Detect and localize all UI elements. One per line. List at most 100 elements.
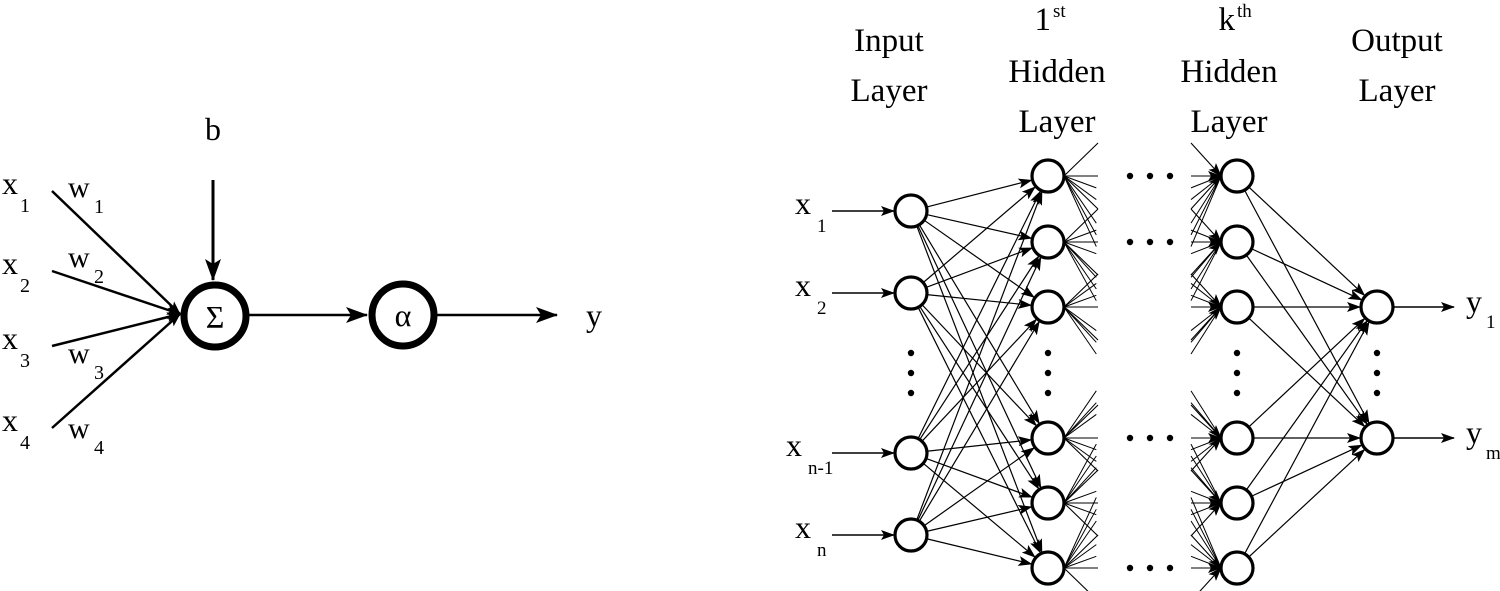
hiddenk-in-stub [1190, 175, 1222, 224]
ellipsis-dot [1373, 349, 1381, 357]
ellipsis-dot [1146, 434, 1154, 442]
hiddenk-in-stub [1190, 509, 1222, 569]
weight-label-subscript: 3 [94, 362, 104, 384]
hidden1-node [1030, 550, 1066, 586]
network-input-label-subscript: 2 [817, 298, 827, 319]
input-node [893, 193, 929, 229]
weight-label: w [68, 241, 90, 274]
neuron-input-label: x [2, 320, 18, 356]
ellipsis-dot [1233, 349, 1241, 357]
neuron-input-label-subscript: 4 [20, 432, 30, 454]
hidden1-out-stub [1063, 437, 1097, 451]
neuron-input-edge [51, 312, 181, 348]
hidden1-out-stub [1063, 175, 1097, 236]
input-node [893, 275, 929, 311]
ellipsis-dot [1044, 369, 1052, 377]
hiddenk-in-stub [1190, 241, 1222, 290]
hidden1-node [1030, 158, 1066, 194]
hiddenk-in-stub [1199, 567, 1222, 591]
hiddenk-in-stub [1190, 241, 1222, 255]
hiddenk-in-stub [1190, 490, 1222, 504]
network-edges [916, 142, 1370, 591]
ellipsis-dot [1233, 369, 1241, 377]
hiddenk-in-stub [1190, 502, 1222, 537]
hiddenk-in-stub [1190, 443, 1222, 504]
hidden1-out-stub [1063, 402, 1097, 439]
header-first-hidden-line2: Layer [1019, 104, 1096, 140]
ellipsis-dot [1044, 389, 1052, 397]
network-edge [922, 462, 1036, 558]
hidden1-out-stub [1063, 520, 1097, 569]
hidden1-out-stub [1063, 443, 1097, 504]
hidden1-node [1030, 289, 1066, 325]
hidden1-out-stub [1063, 306, 1097, 355]
network-edge [1251, 444, 1363, 497]
hiddenk-in-stub [1190, 273, 1222, 308]
hidden1-out-stub [1063, 502, 1099, 537]
ellipsis-dot [1044, 349, 1052, 357]
input-node [893, 435, 929, 471]
hiddenk-in-stub [1190, 175, 1222, 210]
hidden1-out-stub [1063, 437, 1097, 462]
hidden1-out-stub [1063, 306, 1097, 331]
neuron-output-label: y [586, 297, 602, 333]
hidden1-out-stub [1063, 175, 1099, 210]
network-output-label: y [1466, 414, 1482, 450]
hiddenk-in-stub [1190, 437, 1222, 462]
hiddenk-in-stub [1190, 175, 1222, 247]
bias-label: b [205, 111, 221, 147]
hidden1-out-stub [1063, 390, 1097, 439]
header-input-line2: Layer [851, 73, 928, 109]
neuron-input-label-subscript: 2 [20, 275, 30, 297]
hiddenk-in-stub [1190, 437, 1222, 451]
network-output-label-subscript: 1 [1486, 312, 1496, 333]
neuron-input-label: x [2, 165, 18, 201]
hidden1-out-stub [1063, 306, 1097, 343]
network-edge [926, 504, 1033, 532]
ellipsis-dot [1126, 434, 1134, 442]
hiddenk-node [1219, 158, 1255, 194]
hiddenk-in-stub [1190, 306, 1222, 355]
ellipsis-dot [1126, 564, 1134, 572]
network-edge [1245, 320, 1368, 491]
network-edge [1244, 321, 1370, 555]
header-kth-hidden-layer: k th Hidden Layer [1180, 1, 1277, 140]
header-kth-hidden-num: k [1219, 2, 1236, 38]
activation-node [368, 280, 438, 350]
header-first-hidden-num: 1 [1035, 2, 1052, 38]
neuron-input-label-subscript: 3 [20, 350, 30, 372]
weight-label-subscript: 1 [94, 196, 104, 218]
hidden1-out-stub [1063, 208, 1099, 243]
hidden1-out-stub [1063, 241, 1097, 278]
weight-label-subscript: 2 [94, 266, 104, 288]
hidden1-out-stub [1063, 283, 1097, 308]
header-first-hidden-sup: st [1053, 1, 1066, 22]
hiddenk-node [1219, 420, 1255, 456]
network-edge [921, 304, 1038, 427]
network-edge [925, 457, 1033, 498]
ellipsis-dot [1166, 434, 1174, 442]
hiddenk-in-stub [1190, 229, 1222, 243]
network-edge [919, 255, 1040, 440]
hiddenk-in-stub [1190, 208, 1222, 243]
neuron-input-edge [51, 313, 181, 429]
network-edge [917, 190, 1042, 439]
hidden1-out-stub [1063, 467, 1097, 504]
network-edge [921, 318, 1038, 442]
network-edge [918, 224, 1040, 425]
hidden1-node [1030, 224, 1066, 260]
hiddenk-node [1219, 224, 1255, 260]
header-kth-hidden-line2: Layer [1191, 104, 1268, 140]
hidden1-out-stub [1063, 175, 1097, 200]
weight-label-subscript: 4 [94, 437, 104, 459]
network-edge [923, 447, 1035, 527]
network-output-label: y [1466, 283, 1482, 319]
network-input-label-subscript: 1 [817, 216, 827, 237]
hidden1-node [1030, 420, 1066, 456]
network-input-label-subscript: n [817, 540, 827, 561]
header-output-layer: Output Layer [1351, 23, 1443, 109]
ellipsis-dot [1146, 238, 1154, 246]
